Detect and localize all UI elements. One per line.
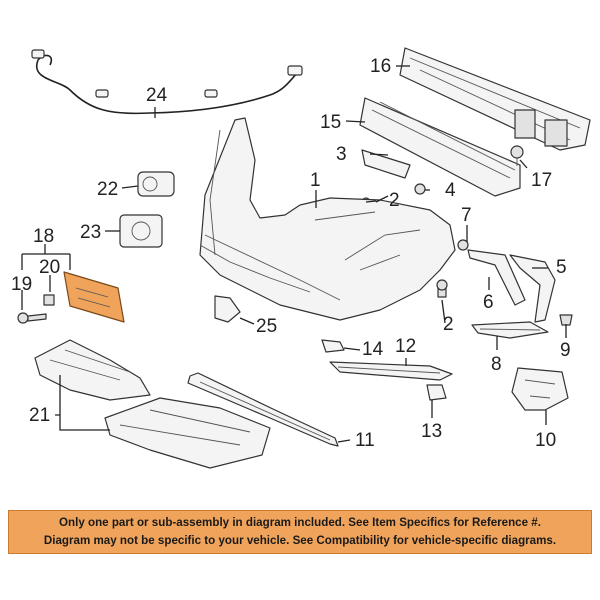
callout-25: 25	[256, 316, 277, 337]
part-14-bracket	[321, 339, 345, 353]
part-21-under-cover	[34, 339, 271, 469]
callout-2-upper: 2	[389, 190, 400, 211]
part-25-bracket	[214, 295, 241, 323]
part-23-retainer	[119, 214, 163, 248]
callout-17: 17	[531, 170, 552, 191]
part-13-bracket	[426, 384, 447, 401]
part-17-bolt	[510, 145, 524, 166]
part-20-license-bracket	[63, 271, 125, 323]
callout-23: 23	[80, 222, 101, 243]
part-6-garnish	[467, 249, 526, 306]
part-15-absorber	[359, 97, 521, 197]
part-8-molding	[471, 321, 549, 339]
callout-9: 9	[560, 340, 571, 361]
part-2-screw-lower	[436, 279, 448, 298]
part-10-bracket	[511, 367, 569, 411]
disclaimer-line-1: Only one part or sub-assembly in diagram…	[59, 516, 541, 529]
callout-11: 11	[355, 430, 375, 451]
callout-21: 21	[29, 405, 50, 426]
callout-5: 5	[556, 257, 567, 278]
callout-16: 16	[370, 56, 391, 77]
part-22-sensor	[137, 171, 175, 197]
callout-7: 7	[461, 205, 472, 226]
part-12-strip	[329, 361, 453, 381]
callout-1: 1	[310, 170, 321, 191]
callout-14: 14	[362, 339, 384, 360]
callout-8: 8	[491, 354, 502, 375]
callout-20: 20	[39, 257, 60, 278]
callout-3: 3	[336, 144, 347, 165]
part-20-nut	[43, 294, 55, 306]
part-24-wire-harness	[31, 49, 303, 115]
callout-18: 18	[33, 226, 54, 247]
callouts: 1 2 2 3 4 5 6 7 8 9 10 11 12 13 14 15 16…	[11, 56, 571, 451]
callout-15: 15	[320, 112, 341, 133]
callout-6: 6	[483, 292, 494, 313]
part-3-bracket	[361, 149, 411, 179]
callout-24: 24	[146, 85, 168, 106]
leader-lines	[21, 65, 567, 443]
callout-4: 4	[445, 180, 456, 201]
callout-12: 12	[395, 336, 416, 357]
part-9-clip	[559, 314, 573, 326]
callout-22: 22	[97, 179, 118, 200]
part-19-screw	[17, 312, 47, 324]
callout-10: 10	[535, 430, 556, 451]
part-11-lip-strip	[187, 372, 339, 447]
part-4-clip	[414, 183, 426, 195]
part-7-clip	[457, 239, 469, 251]
part-1-bumper-cover	[199, 117, 456, 321]
part-5-garnish	[509, 254, 556, 323]
callout-19: 19	[11, 274, 32, 295]
part-16-reinforcement	[399, 47, 591, 151]
callout-2-lower: 2	[443, 314, 454, 335]
disclaimer-banner: Only one part or sub-assembly in diagram…	[8, 510, 592, 554]
disclaimer-line-2: Diagram may not be specific to your vehi…	[43, 534, 557, 547]
callout-13: 13	[421, 421, 442, 442]
